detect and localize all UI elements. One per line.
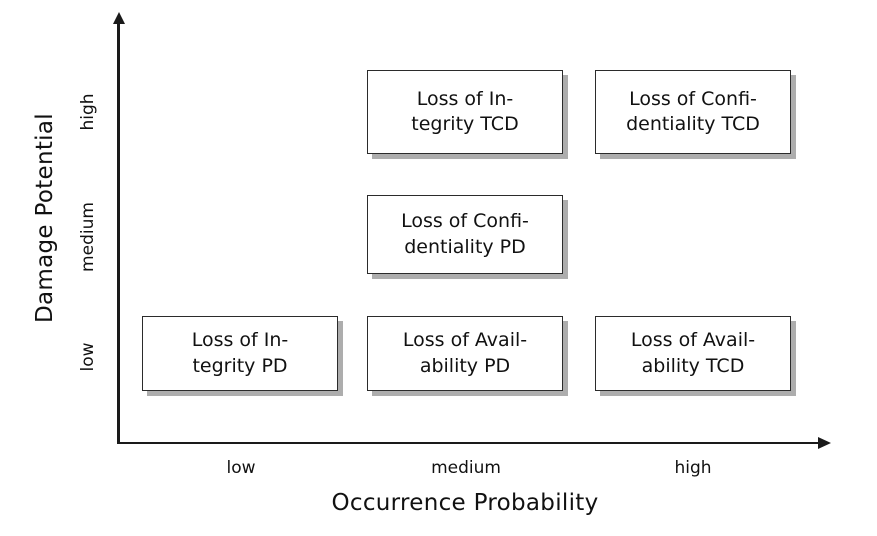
risk-cell-line-2: dentiality TCD	[626, 113, 760, 135]
risk-cell-line-1: Loss of Confi-	[629, 87, 757, 110]
x-axis-tick-low: low	[226, 458, 256, 478]
x-axis-title: Occurrence Probability	[331, 490, 599, 516]
y-axis-title: Damage Potential	[32, 113, 58, 323]
risk-cell-confidentiality-tcd: Loss of Confi- dentiality TCD	[595, 70, 791, 154]
risk-cell-confidentiality-pd: Loss of Confi- dentiality PD	[367, 195, 563, 274]
x-axis-line	[117, 441, 823, 444]
risk-cell-availability-pd: Loss of Avail- ability PD	[367, 316, 563, 391]
risk-cell-line-1: Loss of In-	[191, 329, 289, 352]
y-axis-line	[117, 22, 120, 444]
risk-cell-line-2: ability PD	[419, 354, 511, 377]
risk-cell-line-1: Loss of In-	[416, 87, 514, 110]
risk-cell-integrity-tcd: Loss of In- tegrity TCD	[367, 70, 563, 154]
risk-cell-integrity-pd: Loss of In- tegrity PD	[142, 316, 338, 391]
y-axis-tick-high: high	[78, 93, 98, 131]
risk-cell-line-2: tegrity TCD	[411, 113, 519, 135]
risk-cell-line-2: ability TCD	[641, 354, 745, 377]
risk-cell-line-1: Loss of Avail-	[402, 329, 528, 352]
risk-cell-line-2: tegrity PD	[192, 354, 288, 377]
y-axis-tick-medium: medium	[78, 202, 98, 272]
y-axis-arrow-icon	[112, 12, 125, 24]
risk-cell-availability-tcd: Loss of Avail- ability TCD	[595, 316, 791, 391]
x-axis-tick-medium: medium	[431, 458, 501, 478]
risk-cell-line-1: Loss of Confi-	[401, 210, 529, 233]
risk-cell-line-2: dentiality PD	[404, 235, 526, 258]
y-axis-tick-low: low	[78, 342, 98, 372]
x-axis-arrow-icon	[818, 436, 831, 449]
risk-cell-line-1: Loss of Avail-	[630, 329, 756, 352]
x-axis-tick-high: high	[674, 458, 712, 478]
